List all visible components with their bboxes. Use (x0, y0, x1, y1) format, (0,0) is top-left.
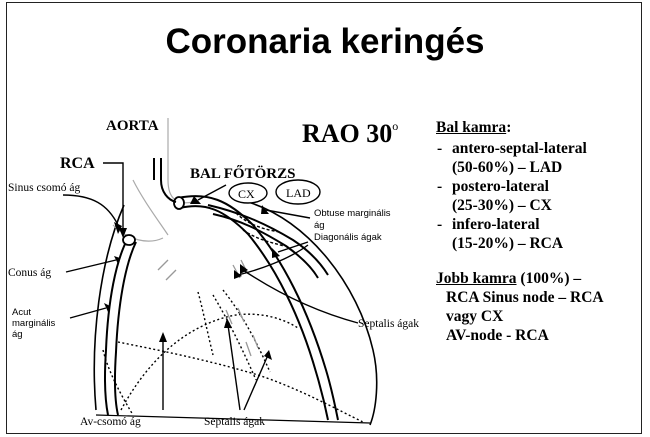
list-item: antero-septal-lateral(50-60%) – LAD (436, 139, 646, 177)
rao-label: RAO 30o (302, 119, 398, 148)
rca-label: RCA (60, 155, 95, 172)
conus-label: Conus ág (8, 267, 51, 279)
av-node-line: AV-node - RCA (436, 326, 646, 345)
septalis-bottom-label: Septalis ágak (204, 416, 265, 428)
diagonalis-label: Diagonális ágak (314, 232, 382, 243)
lad-label: LAD (286, 186, 311, 200)
slide-title: Coronaria keringés (0, 22, 650, 62)
obtuse-marginalis-label-2: ág (314, 220, 325, 231)
cx-label: CX (238, 187, 255, 201)
jobb-kamra-heading: Jobb kamra (100%) – (436, 269, 646, 288)
bal-kamra-list: antero-septal-lateral(50-60%) – LAD post… (436, 139, 646, 253)
list-item: infero-lateral(15-20%) – RCA (436, 215, 646, 253)
rca-sinus-line: RCA Sinus node – RCA (436, 288, 646, 307)
sinus-csomo-label: Sinus csomó ág (8, 182, 80, 194)
territory-text: Bal kamra: antero-septal-lateral(50-60%)… (436, 118, 646, 345)
aorta-label: AORTA (106, 118, 159, 134)
bal-fotorzs-label: BAL FŐTÖRZS (190, 165, 295, 182)
acut-label-1: Acut (12, 307, 31, 318)
list-item: postero-lateral(25-30%) – CX (436, 177, 646, 215)
av-csomo-label: Av-csomó ág (80, 416, 141, 428)
septalis-right-label: Septalis ágak (358, 318, 419, 330)
coronary-diagram: AORTA RAO 30o RCA BAL FŐTÖRZS CX LAD Sin… (8, 110, 436, 430)
vagy-cx-line: vagy CX (436, 307, 646, 326)
bal-kamra-heading: Bal kamra: (436, 118, 646, 137)
acut-label-2: marginális (12, 318, 56, 329)
acut-label-3: ág (12, 329, 23, 340)
obtuse-marginalis-label: Obtuse marginális (314, 208, 391, 219)
